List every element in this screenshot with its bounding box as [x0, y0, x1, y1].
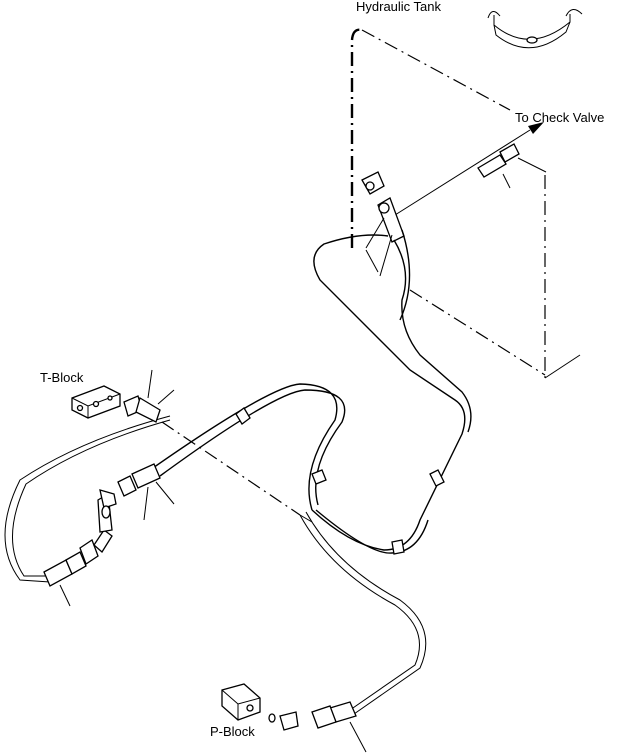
t-block-hose-upper — [149, 383, 445, 555]
middle-fitting — [117, 463, 175, 521]
return-hose-main — [311, 229, 472, 554]
label-to-check-valve: To Check Valve — [515, 110, 605, 125]
t-block — [71, 385, 121, 419]
check-valve-fitting — [477, 143, 547, 189]
p-block-fitting — [268, 701, 367, 753]
left-loop-hose — [4, 415, 171, 583]
left-elbow-fitting — [93, 489, 117, 553]
label-t-block: T-Block — [40, 370, 84, 385]
tank-elbow-fitting — [361, 171, 405, 277]
left-lower-fitting — [43, 539, 99, 607]
t-block-fitting — [123, 369, 175, 423]
centerline — [161, 421, 313, 523]
label-p-block: P-Block — [210, 724, 255, 739]
label-hydraulic-tank: Hydraulic Tank — [356, 0, 442, 14]
p-block — [221, 683, 261, 721]
hydraulic-tank-outline — [350, 9, 583, 380]
p-block-hose — [299, 511, 427, 715]
check-valve-arrow — [394, 122, 544, 216]
